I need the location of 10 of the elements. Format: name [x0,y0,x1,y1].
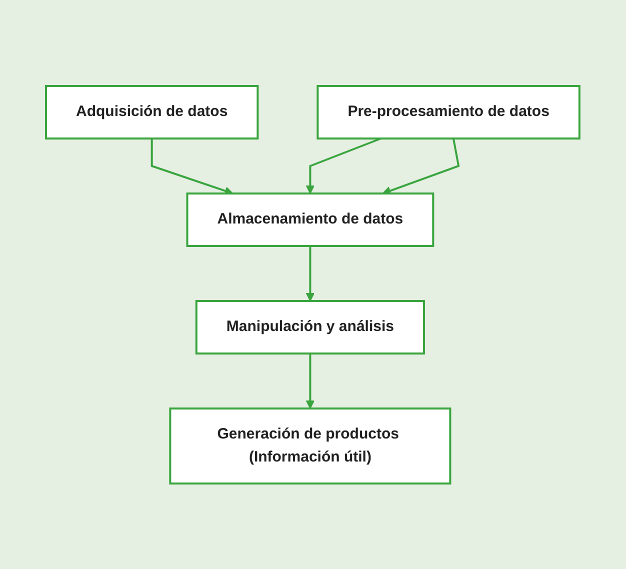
node-box: Generación de productos (Información útil) [169,407,452,484]
node-box: Pre-procesamiento de datos [316,84,581,140]
arrow [306,137,382,194]
node-box: Adquisición de datos [45,84,259,140]
arrow [306,353,315,409]
arrow [306,246,315,302]
arrow [151,138,234,195]
node-box: Manipulación y análisis [196,300,426,354]
arrow [382,138,460,195]
node-box: Almacenamiento de datos [186,192,434,247]
